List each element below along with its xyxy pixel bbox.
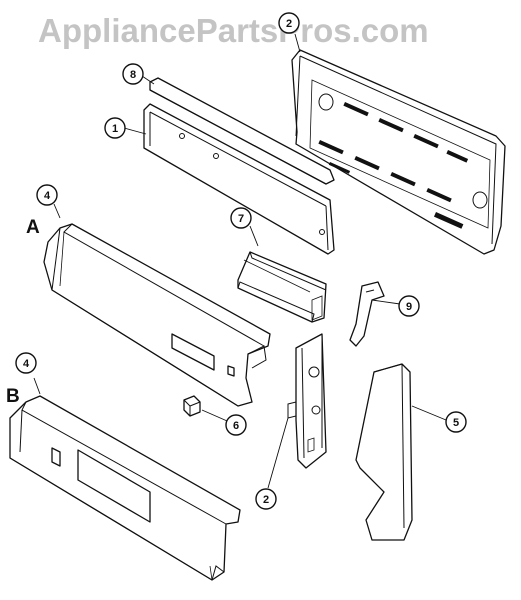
svg-text:7: 7 (238, 213, 244, 225)
callout-7: 7 (230, 207, 252, 229)
svg-text:9: 9 (406, 301, 412, 313)
back-panel (291, 49, 506, 255)
callout-1: 1 (104, 117, 126, 139)
svg-text:6: 6 (233, 420, 239, 432)
svg-text:4: 4 (23, 358, 30, 370)
svg-text:8: 8 (130, 69, 136, 81)
switch-knob (183, 395, 201, 417)
callout-6: 6 (225, 414, 247, 436)
callout-2-top: 2 (278, 12, 300, 34)
control-panel-b (9, 395, 241, 581)
svg-text:4: 4 (44, 190, 51, 202)
callout-5: 5 (445, 411, 467, 433)
svg-text:1: 1 (112, 123, 118, 135)
side-panel (355, 363, 413, 541)
callout-9: 9 (398, 295, 420, 317)
watermark: AppliancePartsPros.com (38, 12, 429, 49)
callout-8: 8 (122, 63, 144, 85)
variant-label-b: B (6, 386, 20, 407)
callout-4-b: 4 (15, 352, 37, 374)
svg-text:5: 5 (453, 417, 459, 429)
control-panel-a (43, 223, 271, 407)
mounting-clip (349, 281, 385, 347)
callout-4-a: 4 (36, 184, 58, 206)
end-bracket (287, 333, 327, 469)
variant-label-a: A (26, 217, 40, 238)
leader-lines (33, 33, 447, 489)
top-trim-strip (149, 77, 335, 185)
circuit-board (237, 251, 327, 323)
callout-2-bottom: 2 (255, 488, 277, 510)
rear-bracket (143, 103, 335, 255)
svg-text:2: 2 (263, 494, 269, 506)
svg-text:2: 2 (286, 18, 292, 30)
